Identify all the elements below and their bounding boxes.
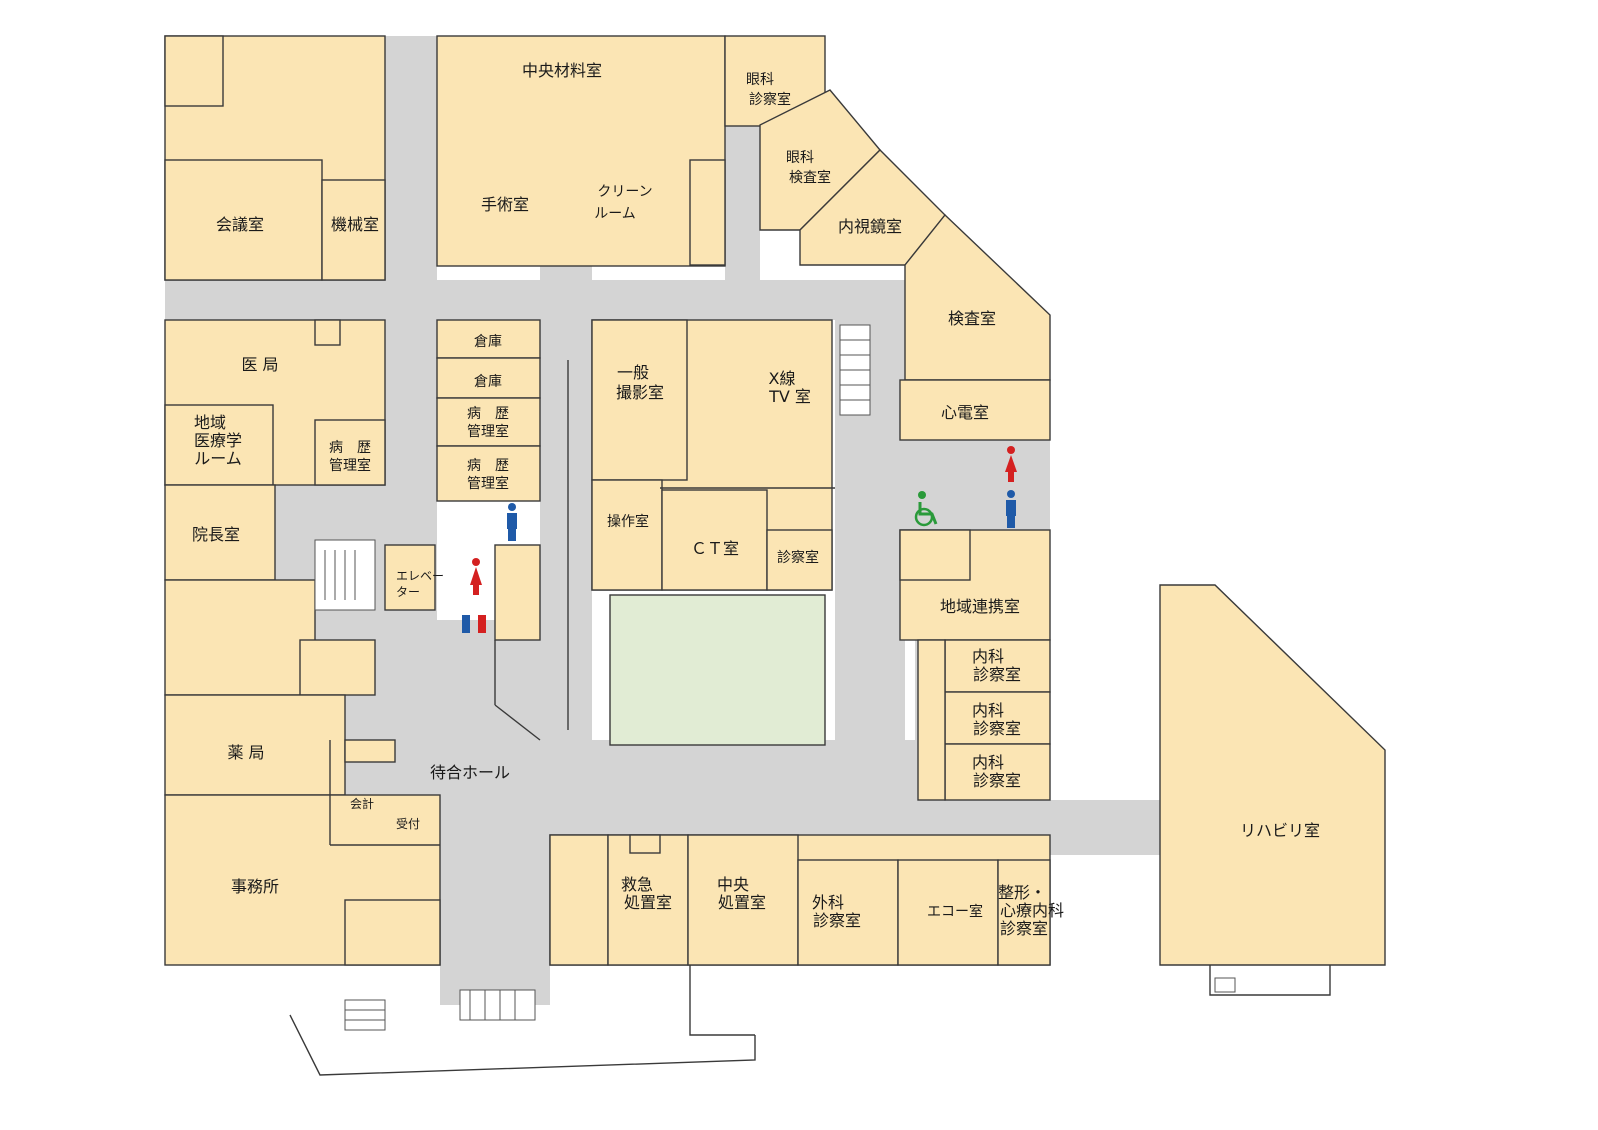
label-naika-2a: 内科 bbox=[972, 701, 1004, 720]
label-chuo-shochi-1: 中央 bbox=[717, 875, 749, 894]
label-naika-1b: 診察室 bbox=[973, 665, 1021, 684]
label-chiiki-renkei: 地域連携室 bbox=[940, 597, 1020, 616]
label-shinden: 心電室 bbox=[941, 403, 989, 422]
label-byoreki-a-1: 病 歴 bbox=[329, 440, 371, 456]
courtyard bbox=[609, 594, 826, 746]
label-machiai: 待合ホール bbox=[430, 763, 510, 782]
male-restroom-icon bbox=[462, 490, 1016, 633]
label-byoreki-b-1: 病 歴 bbox=[467, 406, 509, 422]
label-ippan-1: 一般 bbox=[617, 363, 649, 382]
female-restroom-icon bbox=[470, 446, 1017, 595]
label-ganka-kensa-2: 検査室 bbox=[789, 169, 831, 186]
label-chiiki-2: 医療学 bbox=[194, 431, 242, 450]
label-seikei-3: 診察室 bbox=[1000, 919, 1048, 938]
label-jimusho: 事務所 bbox=[231, 877, 279, 896]
label-chiiki-3: ルーム bbox=[194, 449, 242, 468]
label-ganka-kensa-1: 眼科 bbox=[786, 150, 814, 166]
label-kyukyu-1: 救急 bbox=[621, 875, 653, 894]
label-chuo-zairyo: 中央材料室 bbox=[522, 61, 602, 80]
label-kikai: 機械室 bbox=[331, 215, 379, 234]
label-ganka-shinsatsu-2: 診察室 bbox=[749, 91, 791, 108]
label-ippan-2: 撮影室 bbox=[616, 383, 664, 402]
stairs-icon bbox=[314, 324, 1236, 1031]
label-yakkyoku: 薬 局 bbox=[227, 743, 264, 762]
label-clean-2: ルーム bbox=[594, 206, 636, 222]
label-byoreki-c-1: 病 歴 bbox=[467, 458, 509, 474]
label-shinsatsu: 診察室 bbox=[777, 549, 819, 566]
label-ct: ＣＴ室 bbox=[691, 539, 739, 558]
label-reha: リハビリ室 bbox=[1240, 821, 1320, 840]
label-ikyoku: 医 局 bbox=[241, 355, 278, 374]
rooms bbox=[164, 35, 1386, 966]
label-souko-2: 倉庫 bbox=[474, 373, 502, 390]
label-souko-1: 倉庫 bbox=[474, 333, 502, 350]
label-naishikyo: 内視鏡室 bbox=[838, 217, 902, 236]
label-chiiki-1: 地域 bbox=[194, 413, 226, 432]
label-xray-2: TV 室 bbox=[768, 387, 811, 406]
label-byoreki-a-2: 管理室 bbox=[329, 457, 371, 474]
label-shujutsu: 手術室 bbox=[481, 195, 529, 214]
label-kyukyu-2: 処置室 bbox=[624, 893, 672, 912]
label-sousa: 操作室 bbox=[607, 513, 649, 530]
label-chuo-shochi-2: 処置室 bbox=[718, 893, 766, 912]
label-byoreki-b-2: 管理室 bbox=[467, 423, 509, 440]
label-echo: エコー室 bbox=[927, 903, 983, 920]
label-elevator-2: ター bbox=[396, 585, 420, 599]
label-kaikei: 会計 bbox=[350, 796, 374, 811]
label-xray-1: X線 bbox=[769, 369, 796, 388]
label-naika-1a: 内科 bbox=[972, 647, 1004, 666]
label-seikei-1: 整形・ bbox=[998, 883, 1046, 902]
walls bbox=[289, 360, 1331, 1076]
label-ganka-shinsatsu-1: 眼科 bbox=[746, 72, 774, 88]
label-clean-1: クリーン bbox=[597, 184, 652, 200]
label-byoreki-c-2: 管理室 bbox=[467, 475, 509, 492]
label-naika-2b: 診察室 bbox=[973, 719, 1021, 738]
room-labels: 中央材料室 眼科 診察室 眼科 検査室 内視鏡室 会議室 機械室 手術室 クリー… bbox=[192, 61, 1320, 938]
label-geka-1: 外科 bbox=[812, 893, 844, 912]
accessible-restroom-icon bbox=[914, 491, 938, 527]
label-incho: 院長室 bbox=[192, 525, 240, 544]
label-kensa: 検査室 bbox=[948, 309, 996, 328]
label-kaigi: 会議室 bbox=[216, 215, 264, 234]
label-elevator-1: エレベー bbox=[396, 569, 444, 583]
label-naika-3b: 診察室 bbox=[973, 771, 1021, 790]
label-geka-2: 診察室 bbox=[813, 911, 861, 930]
label-naika-3a: 内科 bbox=[972, 753, 1004, 772]
label-uketsuke: 受付 bbox=[396, 817, 420, 831]
label-seikei-2: 心療内科 bbox=[1000, 901, 1064, 920]
